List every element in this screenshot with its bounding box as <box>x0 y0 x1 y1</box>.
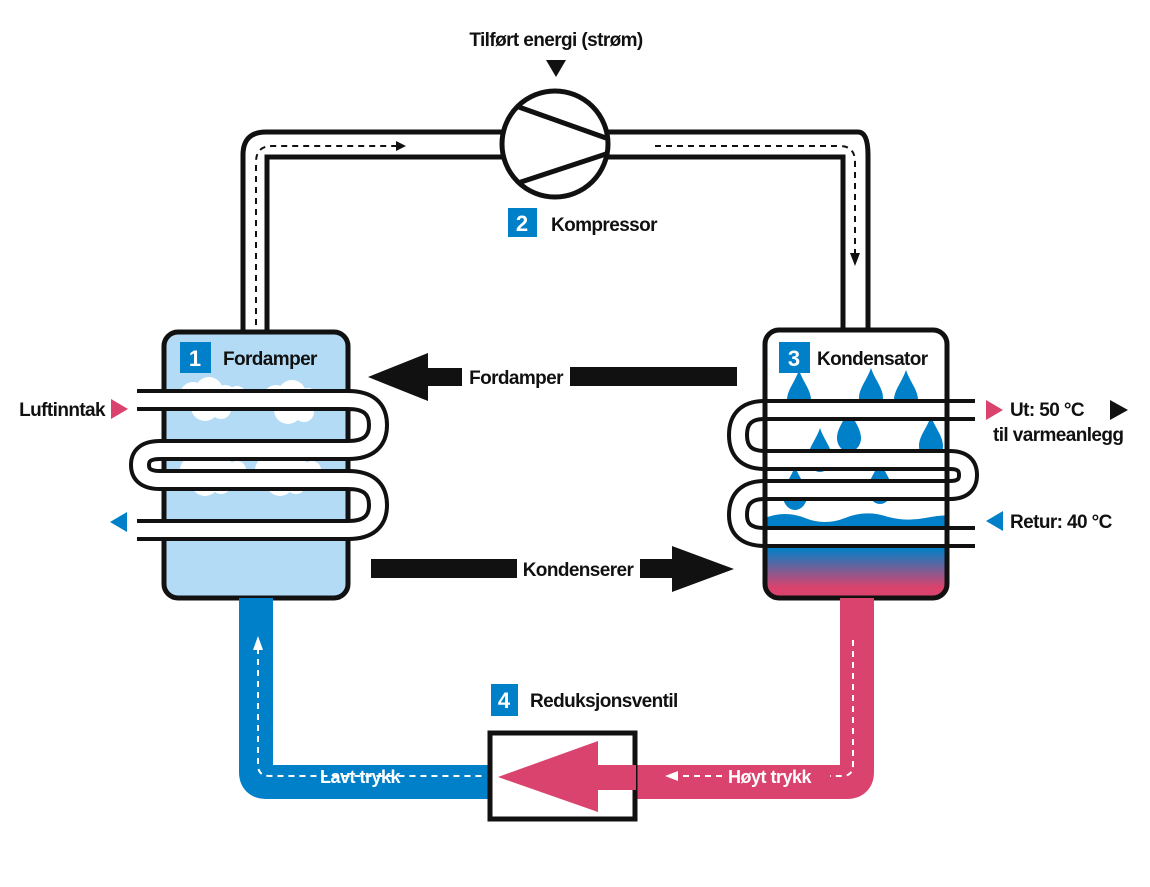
flow-arrowhead-icon <box>665 771 678 781</box>
energy-input-label: Tilført energi (strøm) <box>469 30 643 51</box>
flow-arrowhead-icon <box>253 636 263 650</box>
flow-arrowhead-icon <box>850 253 860 266</box>
badge-4-number: 4 <box>498 688 511 713</box>
out-temp-label: Ut: 50 °C <box>1010 400 1085 421</box>
valve-flow-arrow-icon <box>498 741 636 812</box>
condense-flow-label: Kondenserer <box>523 560 635 581</box>
badge-1 <box>180 342 211 373</box>
return-temp-label: Retur: 40 °C <box>1010 512 1113 533</box>
compressor <box>499 88 611 200</box>
badge-4 <box>491 684 518 716</box>
badge-2 <box>508 208 537 237</box>
condenser <box>727 327 979 601</box>
high-pressure-pipe <box>620 598 874 799</box>
air-outlet-arrow-icon <box>110 512 127 532</box>
reduction-valve-label: Reduksjonsventil <box>530 691 678 712</box>
low-pressure-label: Lavt trykk <box>320 767 402 787</box>
out-sub-label: til varmeanlegg <box>993 425 1123 446</box>
air-intake-arrow-icon <box>111 399 128 419</box>
out-direction-arrow-icon <box>1110 400 1128 420</box>
low-pressure-pipe <box>239 598 495 799</box>
badge-1-number: 1 <box>189 346 201 371</box>
badge-2-number: 2 <box>516 211 528 236</box>
evaporator-label: Fordamper <box>223 349 318 370</box>
high-pressure-label: Høyt trykk <box>728 767 813 787</box>
return-arrow-icon <box>986 511 1003 531</box>
evaporate-flow-label: Fordamper <box>469 368 564 389</box>
hot-out-arrow-icon <box>986 400 1003 420</box>
compressor-label: Kompressor <box>551 215 658 236</box>
flow-arrowhead-icon <box>396 141 406 151</box>
condense-flow-arrow <box>371 546 734 592</box>
reduction-valve <box>487 730 638 822</box>
badge-3 <box>779 342 810 373</box>
condenser-label: Kondensator <box>817 349 929 370</box>
air-intake-label: Luftinntak <box>19 400 106 421</box>
badge-3-number: 3 <box>788 346 800 371</box>
flow-dashes-top <box>255 141 860 325</box>
evaporate-flow-arrow <box>368 353 737 401</box>
evaporator <box>129 329 389 601</box>
energy-input-arrow-icon <box>546 60 566 77</box>
